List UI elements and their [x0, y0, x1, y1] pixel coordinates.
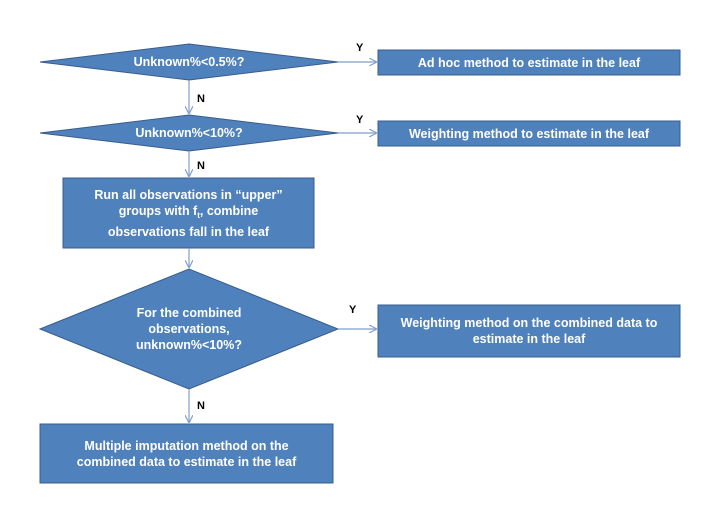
result-weighting-label: Weighting method to estimate in the leaf [378, 121, 680, 146]
result-weighting-text: Weighting method to estimate in the leaf [408, 126, 650, 141]
process-run-line-2-pre: groups with f [118, 203, 198, 218]
decision-2-label: Unknown%<10%? [90, 125, 288, 141]
edge-label-no-2: N [197, 160, 205, 172]
edge-label-yes-1: Y [356, 42, 364, 54]
result-multiple-shape [39, 423, 334, 484]
result-weighting-combined-label: Weighting method on the combined data to… [388, 305, 670, 357]
process-run-line-2-sub: t [197, 210, 200, 220]
process-run-line-2-post: , combine [199, 203, 259, 218]
process-run-line-2: groups with ft, combine [119, 203, 258, 224]
result-adhoc-shape [377, 49, 681, 76]
decision-2-text: Unknown%<10%? [135, 126, 243, 140]
decision-3-text: For the combined observations, unknown%<… [136, 306, 242, 352]
result-weighting-shape [377, 120, 681, 147]
process-run-label: Run all observations in “upper” groups w… [63, 178, 314, 248]
decision-3-label: For the combined observations, unknown%<… [122, 300, 256, 358]
process-run-line-1: Run all observations in “upper” [94, 187, 283, 202]
edge-label-yes-3: Y [349, 304, 357, 316]
result-multiple-label: Multiple imputation method on the combin… [56, 424, 317, 483]
process-run-line-3: observations fall in the leaf [107, 224, 270, 239]
edge-label-yes-2: Y [356, 114, 364, 126]
result-adhoc-text: Ad hoc method to estimate in the leaf [417, 55, 641, 70]
result-adhoc-label: Ad hoc method to estimate in the leaf [378, 50, 680, 75]
result-weighting-combined-text: Weighting method on the combined data to… [400, 316, 658, 346]
decision-1-text: Unknown%<0.5%? [133, 55, 245, 69]
decision-1-label: Unknown%<0.5%? [90, 54, 288, 70]
result-weighting-combined-shape [377, 304, 681, 358]
process-run-shape [62, 177, 315, 249]
edge-label-no-1: N [197, 93, 205, 105]
result-multiple-text: Multiple imputation method on the combin… [76, 438, 297, 469]
edge-label-no-3: N [197, 400, 205, 412]
